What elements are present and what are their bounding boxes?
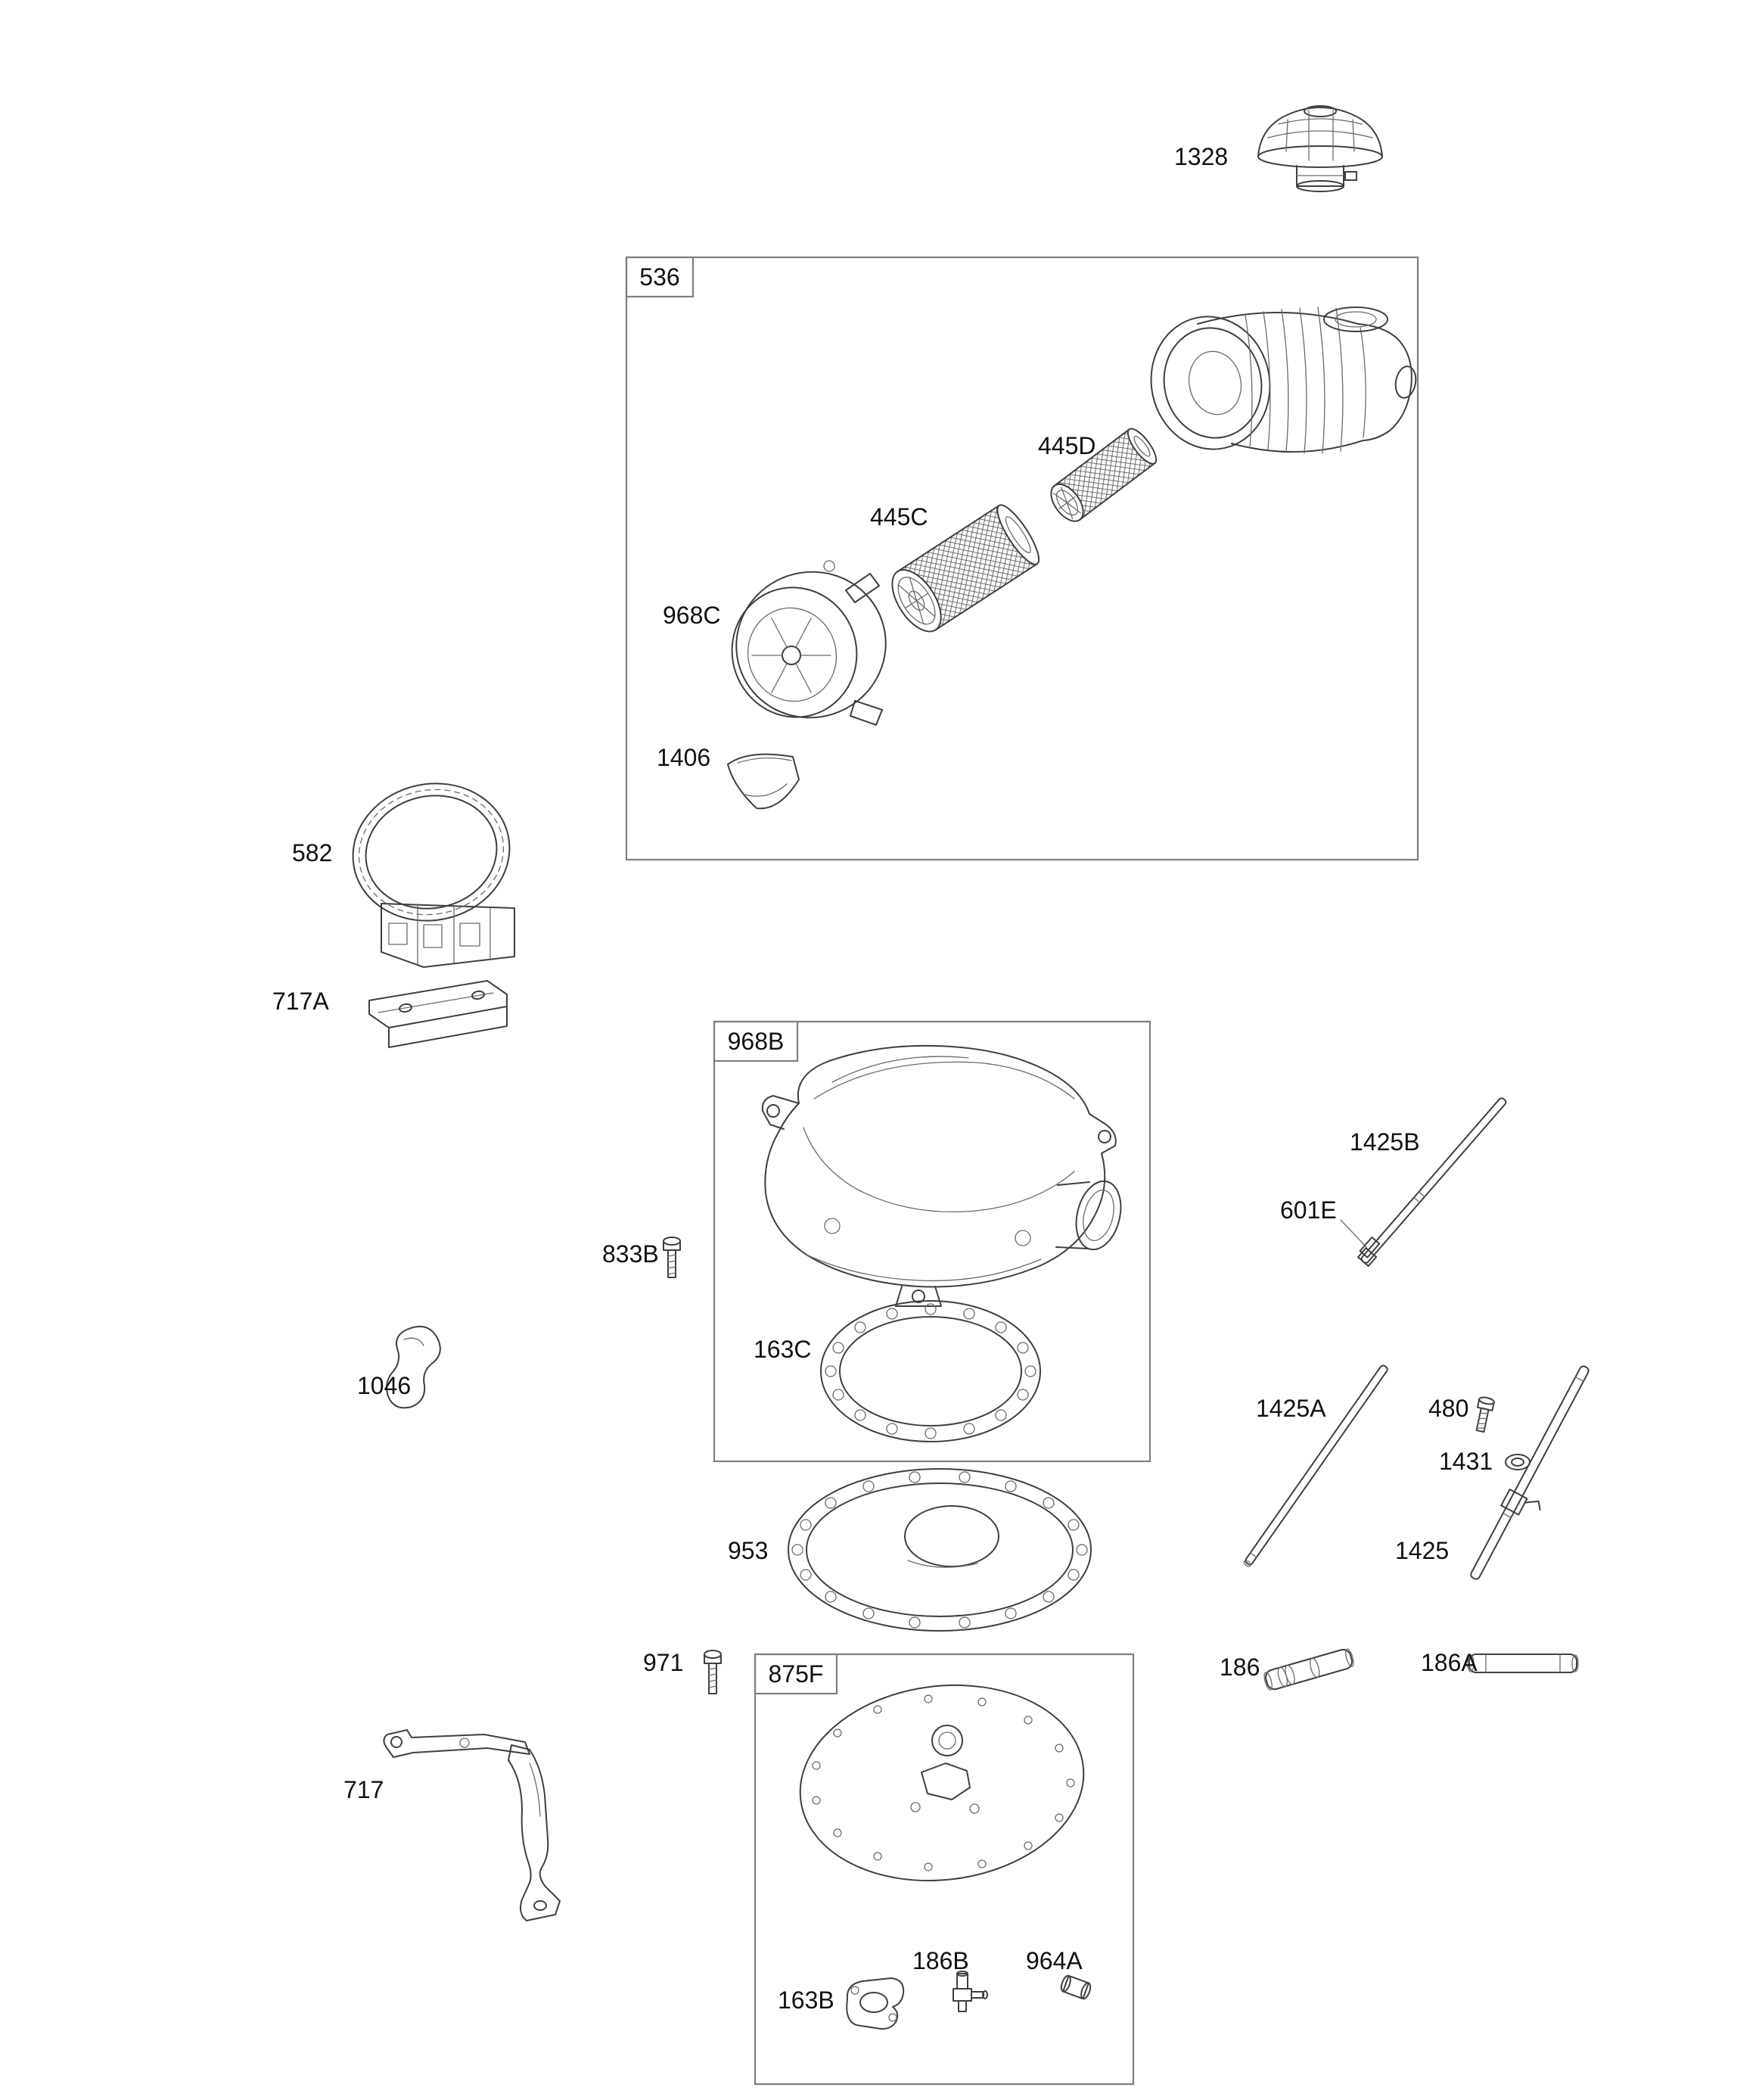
part-1425B-tube (1357, 1097, 1507, 1268)
label-1425: 1425 (1395, 1537, 1449, 1564)
label-186: 186 (1220, 1654, 1260, 1681)
part-1431-washer (1505, 1454, 1531, 1470)
label-445C: 445C (870, 503, 928, 530)
part-717A-bracket (368, 980, 508, 1048)
label-1406: 1406 (657, 744, 710, 771)
part-601E-clamp (1340, 1219, 1381, 1258)
label-1046: 1046 (357, 1372, 411, 1399)
group-box-875F (754, 1653, 1135, 2086)
label-601E: 601E (1280, 1196, 1337, 1224)
label-163C: 163C (754, 1336, 812, 1363)
part-875F-plate (799, 1684, 1085, 1882)
label-971: 971 (643, 1649, 683, 1676)
part-1046-boot (386, 1326, 441, 1409)
label-717A: 717A (272, 988, 329, 1015)
part-445D-inner-filter (1050, 428, 1158, 522)
part-186-coupler (1263, 1648, 1354, 1691)
part-1425-tube (1470, 1365, 1590, 1580)
part-968C-cover (731, 560, 887, 726)
part-163C-gasket (820, 1300, 1041, 1442)
label-968C: 968C (663, 602, 721, 629)
label-1328: 1328 (1174, 143, 1228, 170)
part-480-screw (1475, 1396, 1495, 1433)
label-163B: 163B (778, 1986, 834, 2014)
part-953-diaphragm (788, 1468, 1092, 1632)
group-label-536: 536 (639, 263, 679, 291)
part-labels: 1328 536 445D 445C 968C 1406 582 717A 96… (272, 143, 1493, 2014)
part-717-bracket (383, 1729, 561, 1921)
label-186A: 186A (1421, 1649, 1478, 1676)
part-833B-screw (663, 1237, 681, 1278)
group-label-968B: 968B (728, 1028, 785, 1055)
part-445C-outer-filter (891, 504, 1040, 633)
group-box-968B (713, 1020, 1151, 1463)
label-1431: 1431 (1439, 1448, 1493, 1475)
part-968B-intake-housing (761, 1044, 1122, 1307)
label-953: 953 (728, 1537, 768, 1564)
label-964A: 964A (1026, 1947, 1083, 1974)
part-1328-air-cleaner-cap (1257, 105, 1383, 192)
part-964A-sleeve (1060, 1974, 1092, 2000)
label-833B: 833B (602, 1240, 659, 1268)
part-1406-scoop (727, 753, 800, 810)
label-186B: 186B (912, 1947, 969, 1974)
group-box-536 (625, 256, 1419, 861)
label-1425A: 1425A (1256, 1395, 1326, 1422)
label-717: 717 (343, 1776, 384, 1803)
label-1425B: 1425B (1350, 1128, 1420, 1156)
part-163B-gasket (846, 1977, 905, 2030)
part-186B-valve (953, 1971, 988, 2012)
part-1425A-tube (1243, 1364, 1388, 1567)
part-971-screw (704, 1650, 722, 1694)
part-582-clamp (352, 782, 515, 968)
group-label-875F: 875F (769, 1660, 824, 1688)
label-480: 480 (1428, 1395, 1468, 1422)
part-186A-tube (1467, 1654, 1579, 1673)
label-582: 582 (292, 839, 332, 866)
label-445D: 445D (1038, 432, 1096, 459)
air-cleaner-body (1150, 306, 1417, 454)
